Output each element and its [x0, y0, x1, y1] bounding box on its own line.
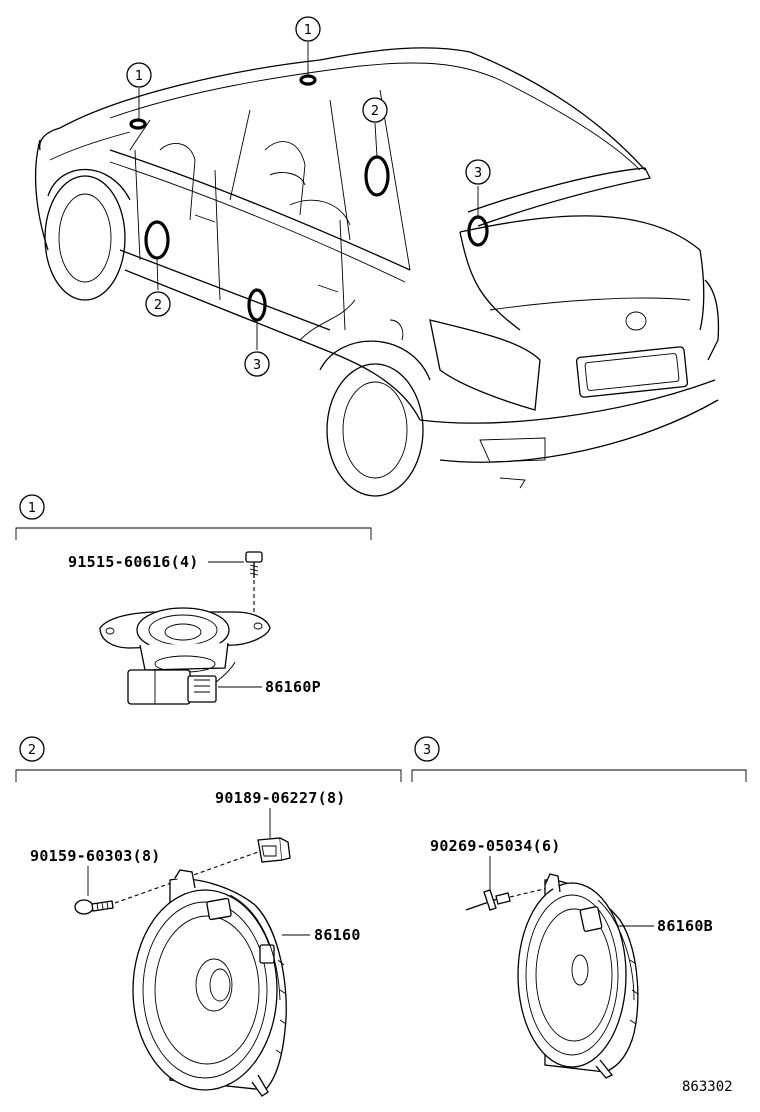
tweeter-86160p [99, 607, 271, 705]
vehicle-callout-1-left: 1 [135, 69, 143, 84]
front-speaker-screw [74, 899, 114, 915]
section-2-bracket [15, 769, 402, 782]
illustration-reference-code: 863302 [682, 1079, 733, 1095]
section-2-callout: 2 [28, 743, 36, 758]
vehicle-callout-2-left: 2 [154, 298, 162, 313]
front-clip-part-number: 90189-06227(8) [215, 789, 346, 807]
rear-speaker-86160b [517, 873, 639, 1079]
front-speaker-86160 [132, 869, 287, 1097]
rear-speaker-part-number: 86160B [657, 917, 713, 935]
section-1-bracket [15, 527, 372, 540]
tweeter-screw [245, 551, 263, 578]
section-1-callout: 1 [28, 501, 36, 516]
rear-rivet-part-number: 90269-05034(6) [430, 837, 561, 855]
section-3-bracket [411, 769, 747, 782]
section-3-rear-speaker: 3 90269-05034(6) 86160B [411, 736, 747, 1079]
vehicle-callout-3-left: 3 [253, 358, 261, 373]
vehicle-illustration: 1 1 2 2 3 3 [34, 16, 720, 497]
rear-speaker-rivet [465, 889, 511, 911]
front-speaker-part-number: 86160 [314, 926, 361, 944]
front-speaker-clip [257, 837, 291, 863]
section-2-front-speaker: 2 90189-06227(8) 90159-60303(8) [15, 736, 402, 1097]
vehicle-callout-2-right: 2 [371, 104, 379, 119]
front-screw-part-number: 90159-60303(8) [30, 847, 161, 865]
vehicle-callout-1-top: 1 [304, 23, 312, 38]
tweeter-screw-part-number: 91515-60616(4) [68, 553, 199, 571]
vehicle-callout-3-right: 3 [474, 166, 482, 181]
section-1-tweeter: 1 91515-60616(4) 86160P [15, 494, 372, 705]
tweeter-part-number: 86160P [265, 678, 321, 696]
section-3-callout: 3 [423, 743, 431, 758]
